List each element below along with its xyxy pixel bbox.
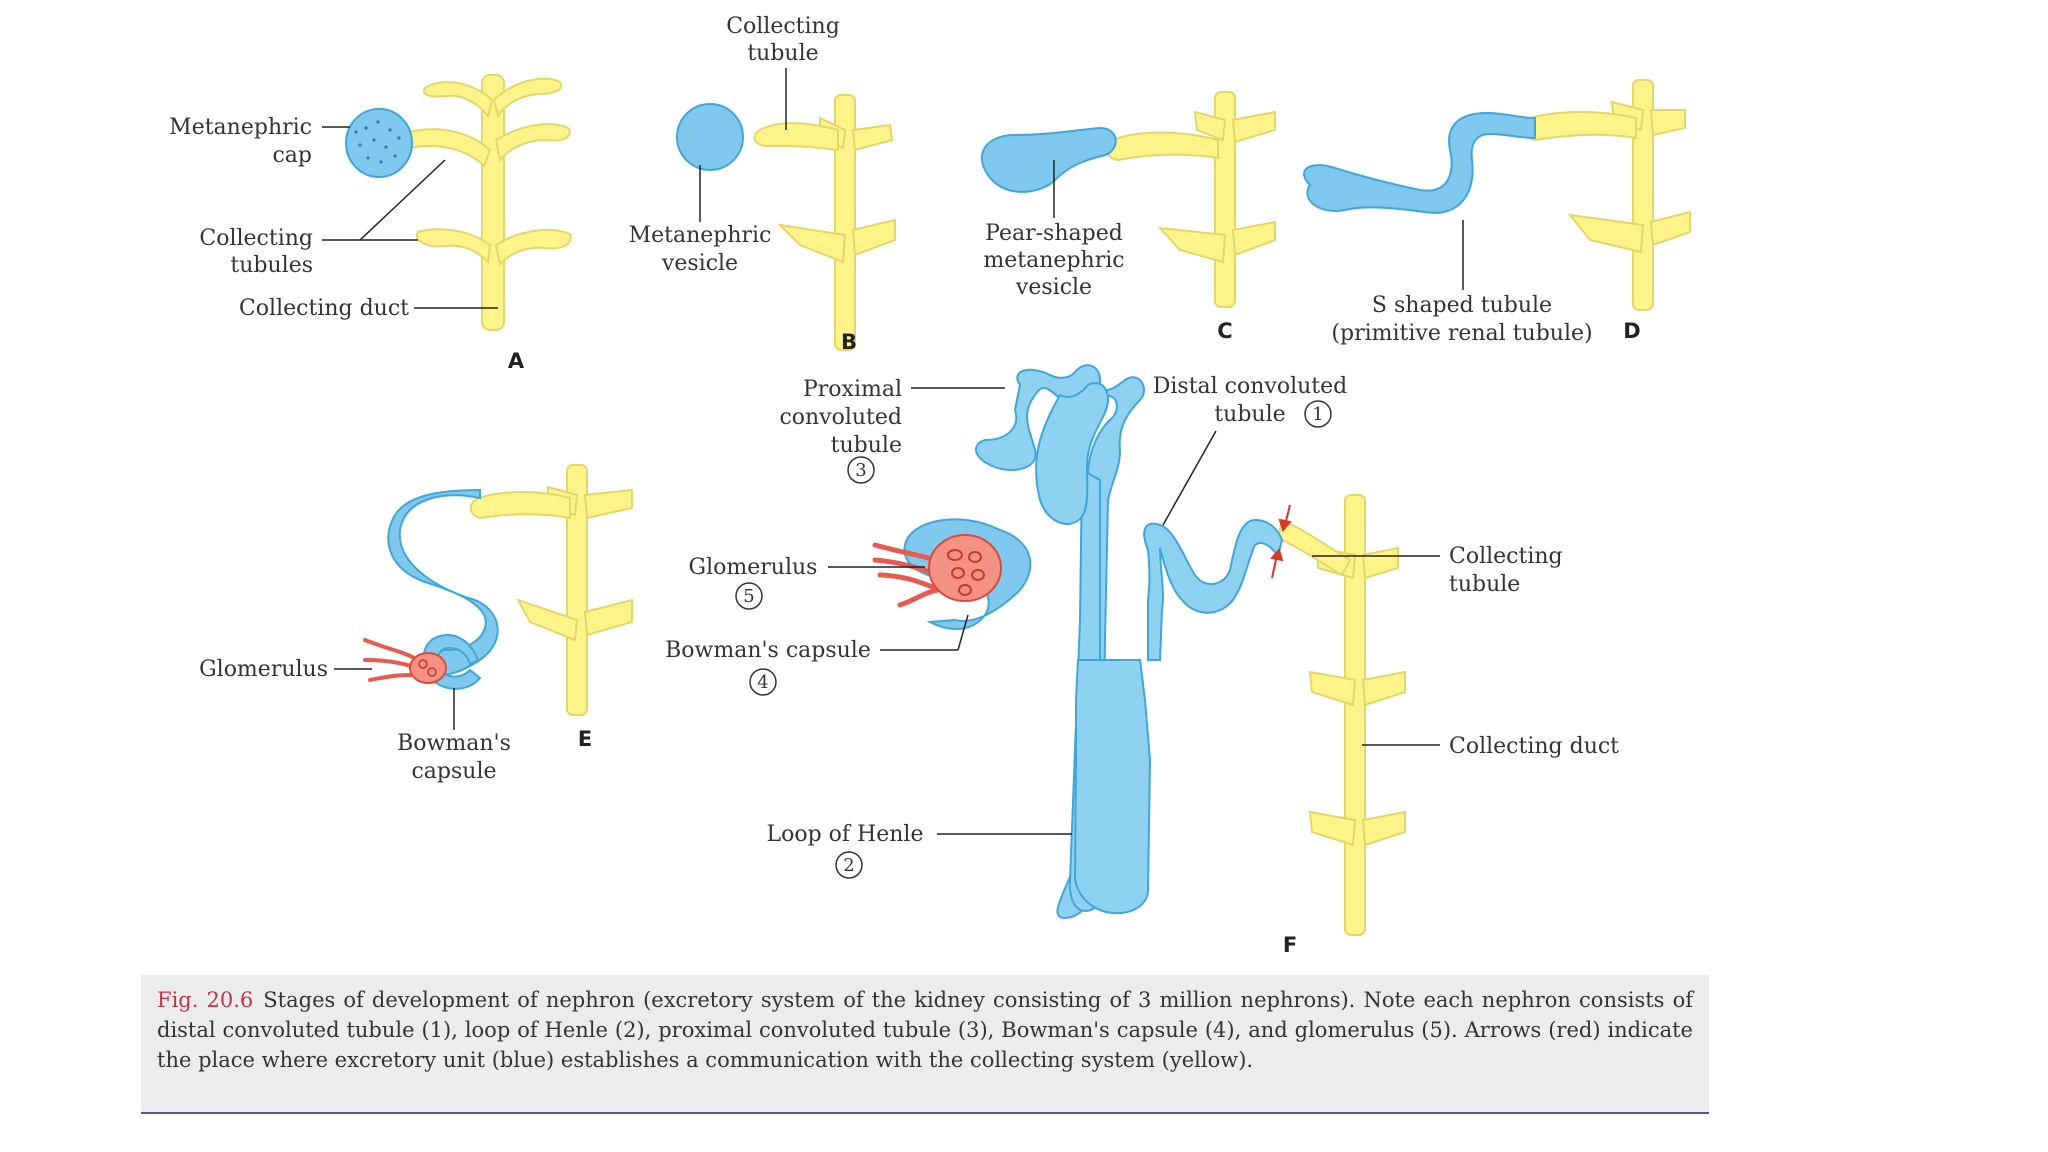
e-glomerulus <box>363 638 447 684</box>
glomerulus-f <box>872 534 1002 608</box>
num-circle-3 <box>847 456 875 484</box>
num-1: 1 <box>1312 404 1323 425</box>
label-metanephric-cap-1: Metanephric <box>169 115 312 140</box>
collecting-duct-d <box>1523 79 1691 311</box>
leaders-e <box>334 668 455 730</box>
num-3: 3 <box>855 460 866 481</box>
panel-letter-f: F <box>1283 933 1297 957</box>
metanephric-vesicle <box>676 103 744 171</box>
panel-a: Metanephric cap Collecting tubules Colle… <box>169 74 572 373</box>
label-distal-2: tubule <box>1214 402 1285 427</box>
label-proximal-2: convoluted <box>779 405 902 430</box>
label-s-shaped-2: (primitive renal tubule) <box>1331 321 1592 346</box>
label-collecting-tubule-b-2: tubule <box>747 41 818 66</box>
label-collecting-tubules-2: tubules <box>230 253 313 278</box>
panel-c: Pear-shaped metanephric vesicle C <box>980 91 1276 343</box>
num-circle-5 <box>735 582 763 610</box>
panel-d: S shaped tubule (primitive renal tubule)… <box>1303 79 1691 346</box>
label-distal-1: Distal convoluted <box>1153 374 1348 399</box>
num-circle-2 <box>835 851 863 879</box>
loop-ascending-distal <box>1073 518 1284 915</box>
label-loop-of-henle: Loop of Henle <box>767 822 924 847</box>
panel-letter-d: D <box>1623 319 1640 343</box>
label-bowmans-f: Bowman's capsule <box>665 638 871 663</box>
caption-text: Stages of development of nephron (excret… <box>157 988 1693 1072</box>
label-metanephric-vesicle-2: vesicle <box>661 251 738 276</box>
red-arrows-f <box>1270 504 1292 579</box>
panel-letter-a: A <box>508 349 525 373</box>
panel-letter-c: C <box>1217 319 1232 343</box>
label-bowmans-e-1: Bowman's <box>397 731 511 756</box>
panel-letter-e: E <box>578 727 592 751</box>
proximal-upper-f <box>1035 382 1110 525</box>
label-collecting-duct-a: Collecting duct <box>239 296 409 321</box>
panel-f: Proximal convoluted tubule 3 Distal conv… <box>665 364 1619 957</box>
label-collecting-tubule-f-2: tubule <box>1449 572 1520 597</box>
label-pear-3: vesicle <box>1015 275 1092 300</box>
label-metanephric-cap-2: cap <box>272 143 312 168</box>
collecting-duct-f <box>1276 494 1406 936</box>
label-glomerulus-e: Glomerulus <box>199 657 328 682</box>
label-metanephric-vesicle-1: Metanephric <box>629 223 772 248</box>
num-2: 2 <box>843 855 854 876</box>
pear-shaped-vesicle <box>980 126 1117 193</box>
s-shaped-tubule <box>1303 111 1536 214</box>
label-collecting-tubules-1: Collecting <box>199 226 313 251</box>
collecting-duct-c <box>1105 91 1276 308</box>
nephron-tubule-f <box>975 364 1145 920</box>
leaders-b <box>699 68 787 222</box>
cap-dots <box>354 120 401 164</box>
label-pear-1: Pear-shaped <box>985 221 1123 246</box>
panel-b: Collecting tubule Metanephric vesicle B <box>629 14 896 354</box>
num-4: 4 <box>757 672 768 693</box>
panel-e: Glomerulus Bowman's capsule E <box>199 464 633 784</box>
panel-letter-b: B <box>841 330 857 354</box>
num-circle-4 <box>749 668 777 696</box>
label-collecting-tubule-f-1: Collecting <box>1449 544 1563 569</box>
collecting-duct-e <box>469 464 633 716</box>
metanephric-cap <box>345 108 413 178</box>
label-proximal-1: Proximal <box>803 377 902 402</box>
num-5: 5 <box>743 586 754 607</box>
label-glomerulus-f: Glomerulus <box>689 555 818 580</box>
collecting-duct-tree-a <box>409 74 572 331</box>
label-pear-2: metanephric <box>983 248 1124 273</box>
label-proximal-3: tubule <box>831 433 902 458</box>
label-collecting-duct-f: Collecting duct <box>1449 734 1619 759</box>
num-circle-1 <box>1304 400 1332 428</box>
leaders-a <box>322 126 498 309</box>
label-s-shaped-1: S shaped tubule <box>1372 293 1552 318</box>
leaders-f <box>828 387 1440 835</box>
label-bowmans-e-2: capsule <box>411 759 496 784</box>
caption-label: Fig. 20.6 <box>157 988 254 1012</box>
label-collecting-tubule-b-1: Collecting <box>726 14 840 39</box>
collecting-duct-b <box>753 94 896 351</box>
nephron-development-diagram: Metanephric cap Collecting tubules Colle… <box>169 14 1691 957</box>
